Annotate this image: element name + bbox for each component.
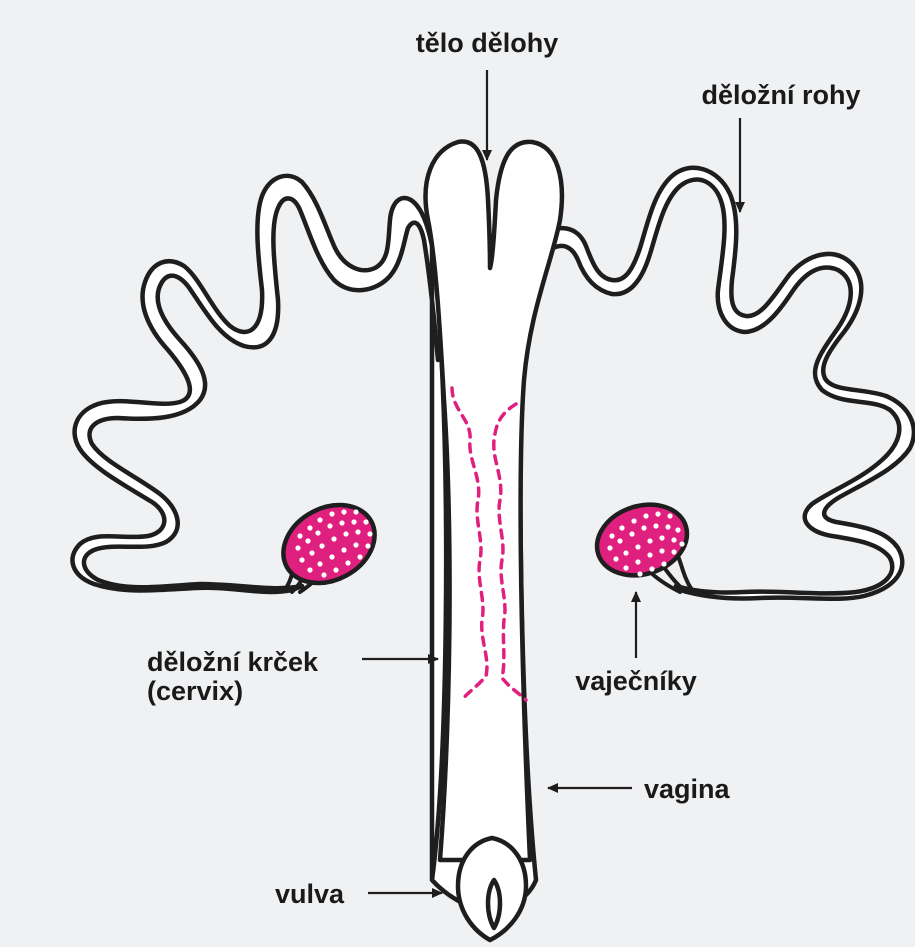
label-uterus-body: tělo dělohy [416,28,559,58]
label-ovaries: vaječníky [575,666,697,696]
label-vulva: vulva [275,879,345,909]
vulva-opening [488,880,500,928]
label-cervix-line1: děložní krček [147,647,319,677]
label-uterine-horns: děložní rohy [701,80,860,110]
label-cervix-line2: (cervix) [147,676,243,706]
label-vagina: vagina [644,774,731,804]
